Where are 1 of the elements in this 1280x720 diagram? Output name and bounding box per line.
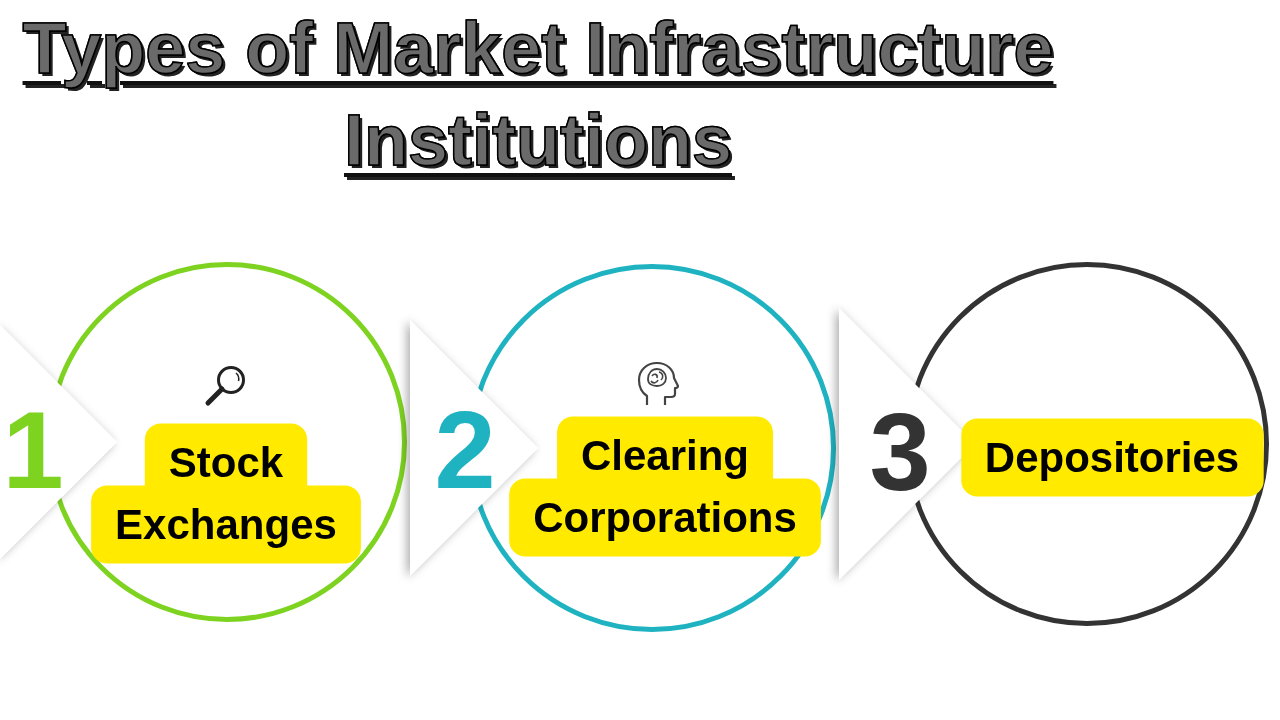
title: Types of Market Infrastructure Institutions xyxy=(21,7,1055,182)
